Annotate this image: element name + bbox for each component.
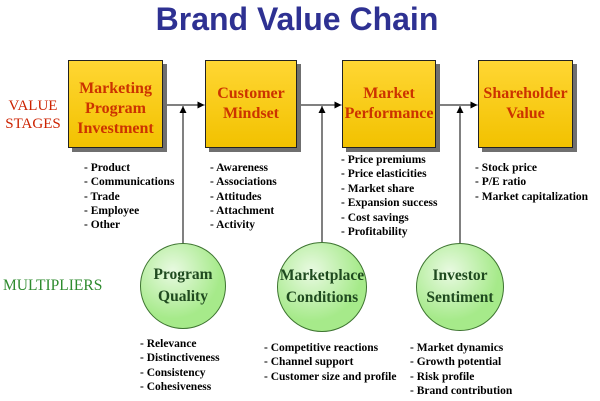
list-item: Communications	[84, 175, 175, 189]
list-item: Market share	[341, 182, 438, 196]
multiplier-circle-program-quality: Program Quality	[140, 243, 226, 329]
list-item: Stock price	[475, 161, 588, 175]
multiplier-circle-marketplace-conditions: Marketplace Conditions	[277, 242, 367, 332]
list-item: Competitive reactions	[264, 341, 396, 355]
list-item: Expansion success	[341, 196, 438, 210]
stage-box-shareholder-value: Shareholder Value	[478, 60, 573, 148]
stage-box-label-line: Mindset	[223, 105, 279, 122]
stage-box-label-line: Customer	[217, 85, 285, 102]
stage-box-market-performance: Market Performance	[342, 60, 436, 148]
stage-list-customer-mindset: AwarenessAssociationsAttitudesAttachment…	[210, 161, 277, 232]
multiplier-list-program-quality: RelevanceDistinctivenessConsistencyCohes…	[140, 337, 220, 394]
stage-box-label-line: Investment	[77, 119, 154, 137]
list-item: Distinctiveness	[140, 351, 220, 365]
multiplier-list-investor-sentiment: Market dynamicsGrowth potentialRisk prof…	[410, 341, 513, 398]
stage-list-marketing-program-investment: ProductCommunicationsTradeEmployeeOther	[84, 161, 175, 232]
list-item: Customer size and profile	[264, 370, 397, 384]
list-item: Brand contribution	[410, 384, 513, 398]
multiplier-circle-investor-sentiment: Investor Sentiment	[416, 243, 504, 331]
list-item: Other	[84, 218, 174, 232]
value-stages-label-line: VALUE	[8, 98, 58, 114]
list-item: Attachment	[210, 204, 277, 218]
stage-box-label-line: Market	[363, 85, 415, 102]
list-item: Growth potential	[410, 355, 512, 369]
multiplier-label-line: Program	[153, 266, 213, 283]
diagram-title: Brand Value Chain	[155, 1, 439, 37]
stage-list-shareholder-value: Stock priceP/E ratioMarket capitalizatio…	[475, 161, 588, 204]
list-item: Market dynamics	[410, 341, 512, 355]
multiplier-label-line: Marketplace	[279, 267, 365, 284]
list-item: P/E ratio	[475, 175, 588, 189]
stage-list-market-performance: Price premiumsPrice elasticitiesMarket s…	[341, 153, 438, 239]
list-item: Consistency	[140, 366, 220, 380]
list-item: Relevance	[140, 337, 220, 351]
value-stages-label: VALUE STAGES	[2, 97, 64, 133]
multiplier-list-marketplace-conditions: Competitive reactionsChannel supportCust…	[264, 341, 397, 384]
multiplier-label-line: Conditions	[285, 289, 359, 306]
value-stages-label-line: STAGES	[5, 116, 61, 132]
list-item: Cost savings	[341, 211, 438, 225]
list-item: Associations	[210, 175, 277, 189]
list-item: Profitability	[341, 225, 438, 239]
multiplier-label-line: Sentiment	[426, 289, 494, 306]
list-item: Price premiums	[341, 153, 438, 167]
multiplier-label-line: Quality	[158, 288, 208, 305]
stage-box-label-line: Program	[84, 99, 146, 117]
stage-box-marketing-program-investment: Marketing Program Investment	[68, 60, 163, 148]
stage-box-label-line: Shareholder	[483, 85, 568, 102]
multiplier-label-line: Investor	[432, 267, 488, 284]
list-item: Awareness	[210, 161, 277, 175]
list-item: Trade	[84, 190, 174, 204]
list-item: Attitudes	[210, 190, 277, 204]
list-item: Channel support	[264, 355, 396, 369]
list-item: Risk profile	[410, 370, 512, 384]
stage-box-label-line: Marketing	[79, 79, 152, 97]
stage-box-label-line: Performance	[344, 105, 434, 122]
list-item: Market capitalization	[475, 190, 588, 204]
list-item: Cohesiveness	[140, 380, 220, 394]
list-item: Activity	[210, 218, 277, 232]
multipliers-label: MULTIPLIERS	[3, 277, 103, 294]
stage-box-customer-mindset: Customer Mindset	[205, 60, 297, 148]
list-item: Employee	[84, 204, 174, 218]
stage-box-label-line: Value	[506, 105, 545, 122]
list-item: Price elasticities	[341, 167, 438, 181]
list-item: Product	[84, 161, 174, 175]
